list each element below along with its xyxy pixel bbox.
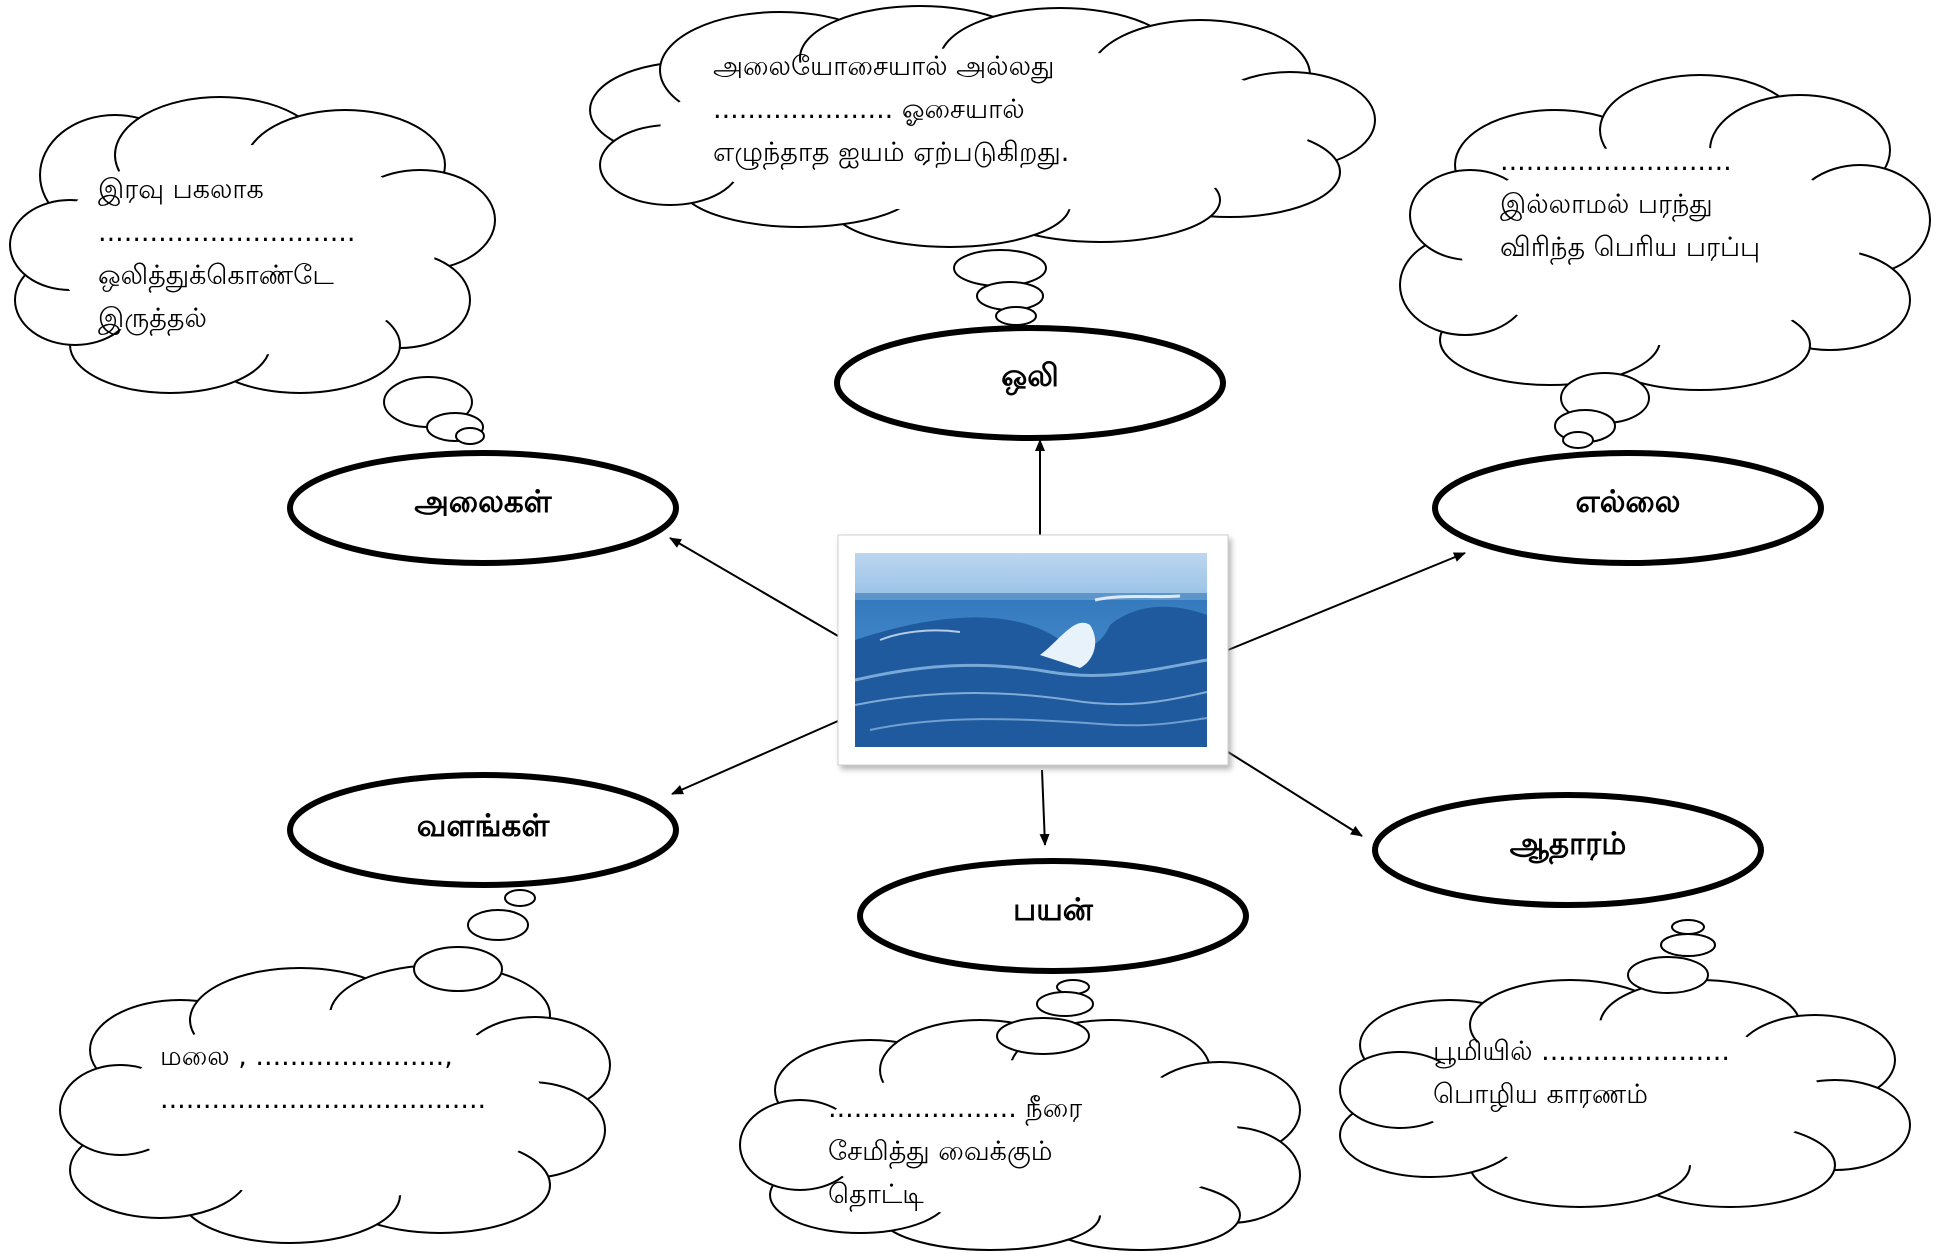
node-ellai [1432, 450, 1824, 566]
cloud-line: ...................... நீரை [828, 1093, 1083, 1124]
arrow-to-alaigal [669, 537, 839, 637]
cloud-line: மலை , ......................, [160, 1041, 453, 1072]
cloud-oli [589, 5, 1376, 248]
node-aatharam [1372, 792, 1764, 908]
cloud-line: ஒலித்துக்கொண்டே [98, 260, 334, 291]
node-label-alaigal: அலைகள் [414, 484, 552, 520]
thought-bubbles [383, 249, 1716, 1055]
node-label-aatharam: ஆதாரம் [1509, 826, 1627, 862]
cloud-alaigal [9, 96, 496, 394]
node-oli [834, 325, 1226, 441]
cloud-text-payan: ...................... நீரை சேமித்து வைக… [828, 1087, 1082, 1216]
cloud-valangal [59, 964, 611, 1244]
cloud-line: பூமியில் ...................... [1433, 1036, 1730, 1067]
nodes [287, 325, 1824, 974]
cloud-line: இரவு பகலாக [98, 174, 264, 205]
ocean-wave-photo [854, 553, 1208, 747]
arrow-to-aatharam [1227, 751, 1363, 837]
cloud-line: இருத்தல் [98, 303, 207, 334]
cloud-line: அலையோசையால் அல்லது [713, 51, 1055, 82]
cloud-line: விரிந்த பெரிய பரப்பு [1500, 232, 1761, 263]
node-label-payan: பயன் [1013, 892, 1093, 928]
cloud-ellai [1399, 74, 1931, 391]
cloud-line: சேமித்து வைக்கும் [828, 1136, 1053, 1167]
node-label-ellai: எல்லை [1575, 484, 1681, 520]
cloud-line: பொழிய காரணம் [1433, 1079, 1648, 1110]
node-payan [857, 858, 1249, 974]
cloud-line: தொட்டி [828, 1179, 924, 1210]
cloud-text-valangal: மலை , ......................, ..........… [160, 1035, 486, 1121]
node-valangal [287, 772, 679, 888]
cloud-payan [739, 1019, 1301, 1251]
arrow-to-payan [1039, 769, 1050, 846]
cloud-line: எழுந்தாத ஐயம் ஏற்படுகிறது. [713, 137, 1070, 168]
cloud-line: .............................. [98, 217, 356, 248]
cloud-text-oli: அலையோசையால் அல்லது .....................… [713, 45, 1069, 174]
cloud-text-aatharam: பூமியில் ...................... பொழிய கா… [1433, 1030, 1730, 1116]
cloud-text-alaigal: இரவு பகலாக .............................… [98, 168, 355, 340]
cloud-line: இல்லாமல் பரந்து [1500, 189, 1713, 220]
arrows [669, 439, 1466, 846]
cloud-line: ..................... ஓசையால் [713, 94, 1025, 125]
node-alaigal [287, 450, 679, 566]
arrow-to-ellai [1227, 552, 1466, 651]
cloud-line: ........................... [1500, 146, 1732, 177]
cloud-text-ellai: ........................... இல்லாமல் பரந… [1500, 140, 1760, 269]
cloud-line: ...................................... [160, 1084, 487, 1115]
arrow-to-valangal [671, 720, 839, 795]
cloud-aatharam [1339, 979, 1911, 1208]
node-label-valangal: வளங்கள் [416, 808, 550, 844]
center-image-frame [837, 534, 1229, 766]
node-label-oli: ஒலி [1001, 358, 1059, 394]
